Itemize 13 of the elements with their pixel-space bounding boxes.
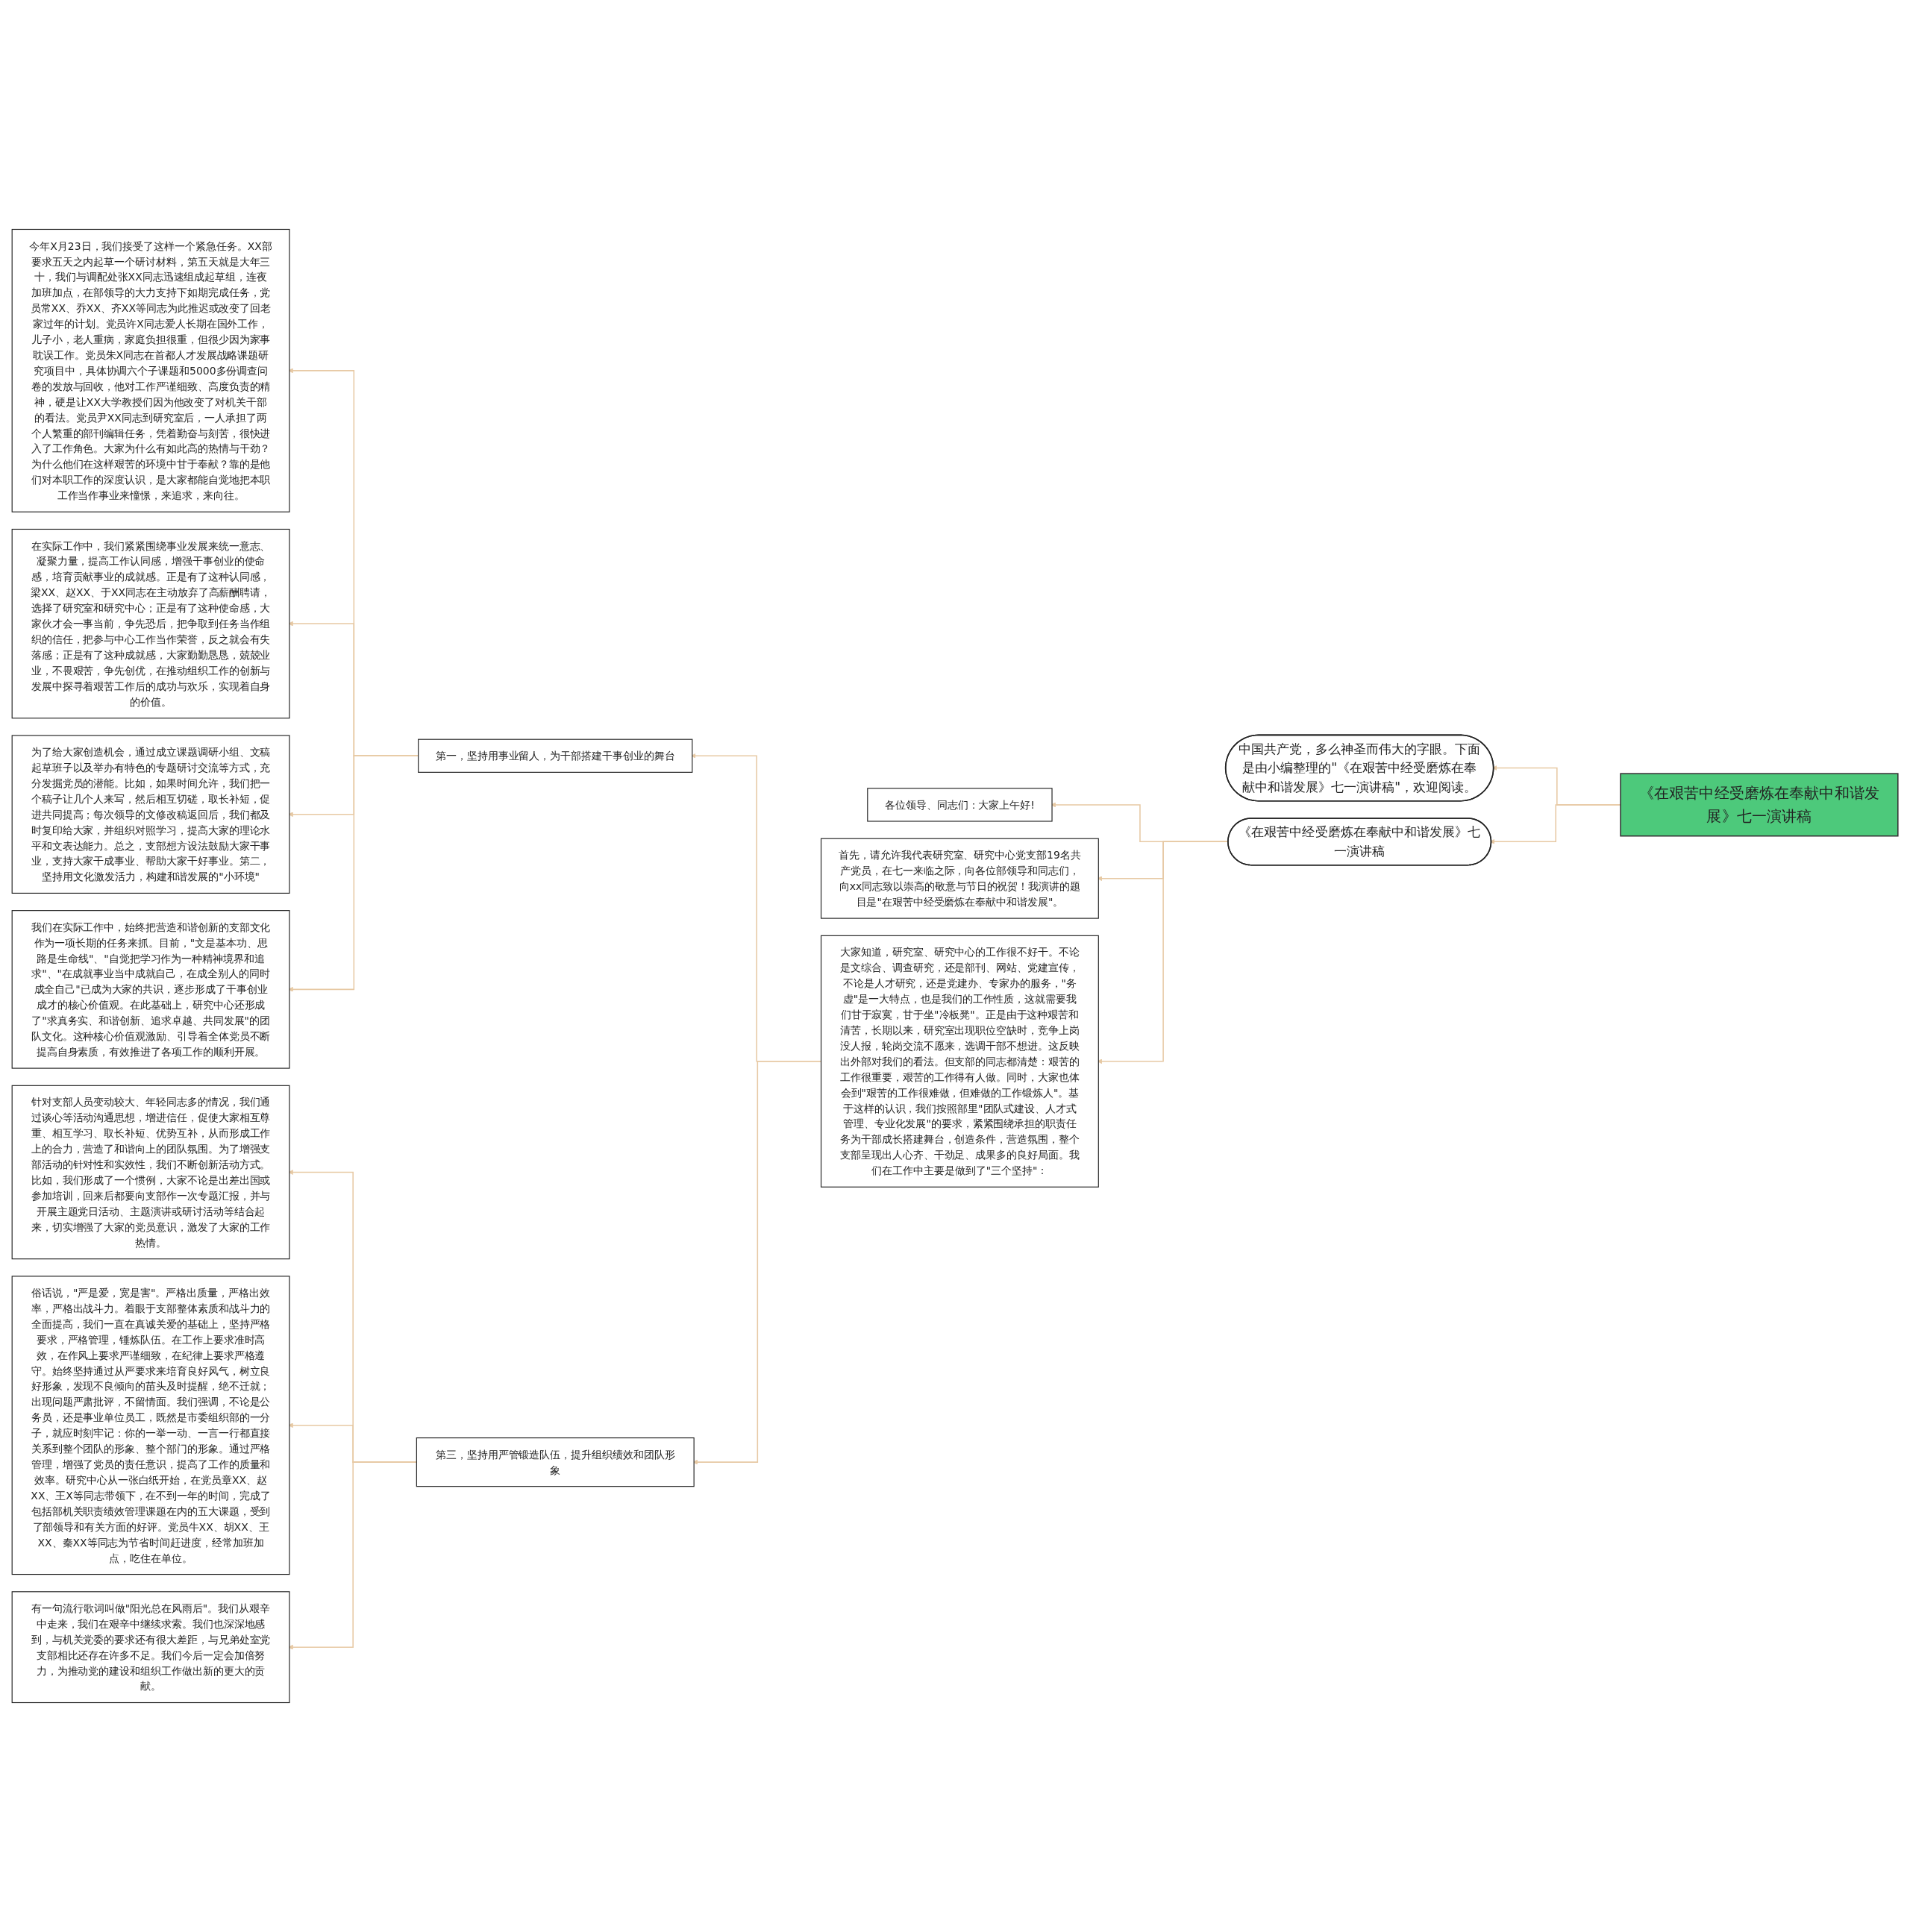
node-box: 首先，请允许我代表研究室、研究中心党支部19名共产党员，在七一来临之际，向各位部领导和同志们，向xx同志致以崇高的敬意与节日的祝贺！我演讲的题目是"在艰苦中经受磨炼在奉献中和谐发展"。 [820,838,1099,919]
node-box: 各位领导、同志们：大家上午好! [867,788,1053,822]
node-box: 第一，坚持用事业留人，为干部搭建干事创业的舞台 [418,738,693,773]
node-box: 俗话说，"严是爱，宽是害"。严格出质量，严格出效率，严格出战斗力。着眼于支部整体素质和战斗力的全面提高，我们一直在真诚关爱的基础上，坚持严格要求，严格管理，锤炼队伍。在工作上要求准时高效，在作风上要求严谨细致，在纪律上要求严格遵守。始终坚持通过从严要求来培育良好风气，树立良好形象，发现不良倾向的苗头及时提醒，绝不迁就；出现问题严肃批评，不留情面。我们强调，不论是公务员，还是事业单位员工，既然是市委组织部的一分子，就应时刻牢记：你的一举一动、一言一行都直接关系到整个团队的形象、整个部门的形象。通过严格管理，增强了党员的责任意识，提高了工作的质量和效率。研究中心从一张白纸开始，在党员章XX、赵XX、王X等同志带领下，在不到一年的时间，完成了包括部机关职责绩效管理课题在内的五大课题，受到了部领导和有关方面的好评。党员牛XX、胡XX、王XX、秦XX等同志为节省时间赶进度，经常加班加点，吃住在单位。 [11,1276,290,1575]
node-box: 为了给大家创造机会，通过成立课题调研小组、文稿起草班子以及举办有特色的专题研讨交流等方式，充分发掘党员的潜能。比如，如果时间允许，我们把一个稿子让几个人来写，然后相互切磋，取长补短，促进共同提高；每次领导的文修改稿返回后，我们都及时复印给大家，并组织对照学习，提高大家的理论水平和文表达能力。总之，支部想方设法鼓励大家干事业，支持大家干成事业、帮助大家干好事业。第二，坚持用文化激发活力，构建和谐发展的"小环境" [11,735,290,894]
node-box: 我们在实际工作中，始终把营造和谐创新的支部文化作为一项长期的任务来抓。目前，"文是基本功、思路是生命线"、"自觉把学习作为一种精神境界和追求"、"在成就事业当中成就自己，在成全别人的同时成全自己"已成为大家的共识，逐步形成了干事创业成才的核心价值观。在此基础上，研究中心还形成了"求真务实、和谐创新、追求卓越、共同发展"的团队文化。这种核心价值观激励、引导着全体党员不断提高自身素质，有效推进了各项工作的顺利开展。 [11,910,290,1069]
node-box: 针对支部人员变动较大、年轻同志多的情况，我们通过谈心等活动沟通思想，增进信任，促使大家相互尊重、相互学习、取长补短、优势互补，从而形成工作上的合力，营造了和谐向上的团队氛围。为了增强支部活动的针对性和实效性，我们不断创新活动方式。比如，我们形成了一个惯例，大家不论是出差出国或参加培训，回来后都要向支部作一次专题汇报，并与开展主题党日活动、主题演讲或研讨活动等结合起来，切实增强了大家的党员意识，激发了大家的工作热情。 [11,1085,290,1260]
node-box: 大家知道，研究室、研究中心的工作很不好干。不论是文综合、调查研究，还是部刊、网站、党建宣传，不论是人才研究，还是党建办、专家办的服务，"务虚"是一大特点，也是我们的工作性质，这就需要我们甘于寂寞，甘于坐"冷板凳"。正是由于这种艰苦和清苦，长期以来，研究室出现职位空缺时，竞争上岗没人报，轮岗交流不愿来，选调干部不想进。这反映出外部对我们的看法。但支部的同志都清楚：艰苦的工作很重要，艰苦的工作得有人做。同时，大家也体会到"艰苦的工作很难做，但难做的工作锻炼人"。基于这样的认识，我们按照部里"团队式建设、人才式管理、专业化发展"的要求，紧紧围绕承担的职责任务为干部成长搭建舞台，创造条件，营造氛围，整个支部呈现出人心齐、干劲足、成果多的良好局面。我们在工作中主要是做到了"三个坚持"： [820,935,1099,1188]
node-box: 有一句流行歌词叫做"阳光总在风雨后"。我们从艰辛中走来，我们在艰辛中继续求索。我们也深深地感到，与机关党委的要求还有很大差距，与兄弟处室党支部相比还存在许多不足。我们今后一定会加倍努力，为推动党的建设和组织工作做出新的更大的贡献。 [11,1591,290,1704]
node-box: 在实际工作中，我们紧紧围绕事业发展来统一意志、凝聚力量，提高工作认同感，增强干事创业的使命感，培育贡献事业的成就感。正是有了这种认同感，梁XX、赵XX、于XX同志在主动放弃了高薪酬聘请，选择了研究室和研究中心；正是有了这种使命感，大家伙才会一事当前，争先恐后，把争取到任务当作组织的信任，把参与中心工作当作荣誉，反之就会有失落感；正是有了这种成就感，大家勤勤恳恳，兢兢业业，不畏艰苦，争先创优，在推动组织工作的创新与发展中探寻着艰苦工作后的成功与欢乐，实现着自身的价值。 [11,528,290,719]
node-box: 《在艰苦中经受磨炼在奉献中和谐发展》七一演讲稿 [1620,773,1899,837]
node-box: 第三，坚持用严管锻造队伍，提升组织绩效和团队形象 [416,1437,695,1487]
node-box: 今年X月23日，我们接受了这样一个紧急任务。XX部要求五天之内起草一个研讨材料，第五天就是大年三十，我们与调配处张XX同志迅速组成起草组，连夜加班加点，在部领导的大力支持下如期完成任务，党员常XX、乔XX、齐XX等同志为此推迟或改变了回老家过年的计划。党员许X同志爱人长期在国外工作，儿子小，老人重病，家庭负担很重，但很少因为家事耽误工作。党员朱X同志在首都人才发展战略课题研究项目中，具体协调六个子课题和5000多份调查问卷的发放与回收，他对工作严谨细致、高度负责的精神，硬是让XX大学教授们因为他改变了对机关干部的看法。党员尹XX同志到研究室后，一人承担了两个人繁重的部刊编辑任务，凭着勤奋与刻苦，很快进入了工作角色。大家为什么有如此高的热情与干劲？为什么他们在这样艰苦的环境中甘于奉献？靠的是他们对本职工作的深度认识，是大家都能自觉地把本职工作当作事业来憧憬，来追求，来向往。 [11,228,290,512]
